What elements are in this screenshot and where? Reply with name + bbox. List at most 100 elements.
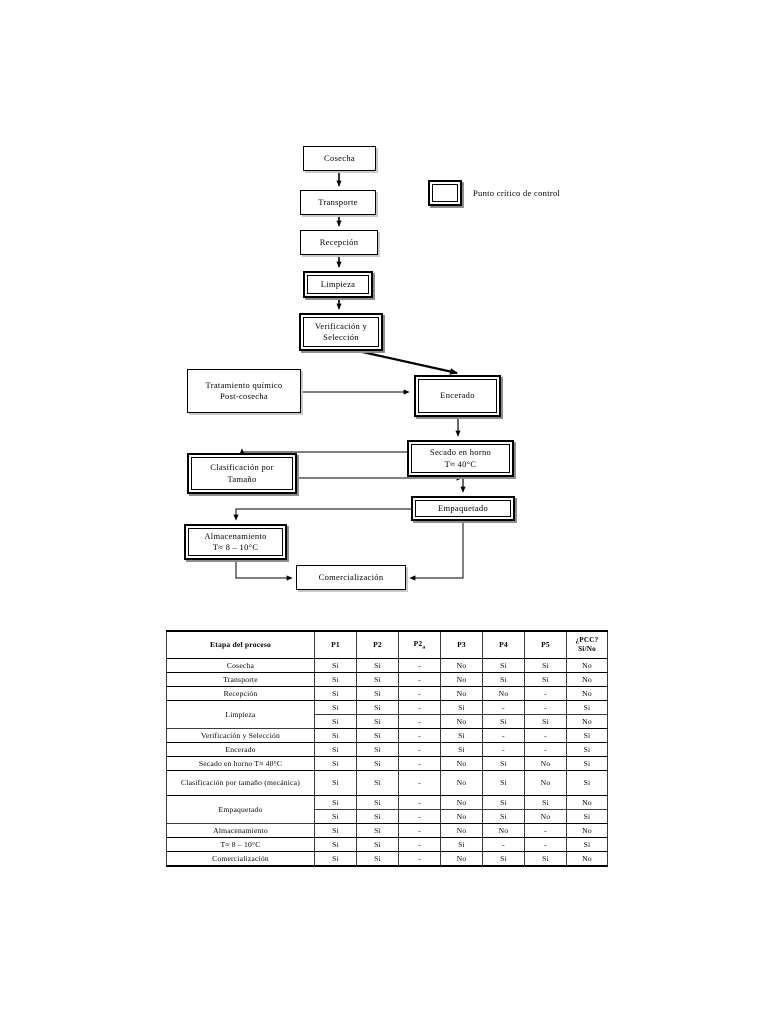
- table-cell-value: No: [440, 770, 483, 796]
- table-cell-value: No: [482, 686, 525, 701]
- table-cell-value: Si: [314, 672, 357, 687]
- table-cell-value: Si: [566, 728, 608, 743]
- flow-node-label: Encerado: [440, 390, 475, 401]
- table-cell-value: No: [440, 672, 483, 687]
- table-cell-value: Si: [524, 658, 567, 673]
- table-cell-value: Si: [566, 770, 608, 796]
- table-cell-value: No: [482, 823, 525, 838]
- table-col-header-4: P3: [440, 630, 483, 659]
- table-cell-value: -: [524, 823, 567, 838]
- table-cell-value: No: [440, 714, 483, 729]
- flow-node-label: Empaquetado: [437, 502, 489, 513]
- table-cell-value: Si: [482, 795, 525, 810]
- table-cell-value: No: [566, 714, 608, 729]
- table-cell-value: -: [398, 851, 441, 867]
- table-cell-value: Si: [356, 672, 399, 687]
- table-cell-value: -: [398, 742, 441, 757]
- table-cell-value: No: [566, 823, 608, 838]
- table-col-header-5: P4: [482, 630, 525, 659]
- table-cell-value: Si: [314, 809, 357, 824]
- table-cell-value: No: [440, 851, 483, 867]
- table-cell-value: -: [524, 837, 567, 852]
- table-cell-value: -: [524, 728, 567, 743]
- table-cell-value: Si: [440, 742, 483, 757]
- table-cell-value: -: [524, 700, 567, 715]
- table-cell-value: Si: [314, 728, 357, 743]
- table-cell-value: -: [524, 686, 567, 701]
- table-cell-value: Si: [314, 851, 357, 867]
- table-cell-value: Si: [440, 728, 483, 743]
- table-cell-value: Si: [314, 837, 357, 852]
- table-cell-value: Si: [566, 756, 608, 771]
- table-cell-value: -: [482, 742, 525, 757]
- table-col-header-3: P2a: [398, 630, 441, 659]
- table-cell-value: Si: [482, 658, 525, 673]
- flow-node-label: Transporte: [318, 196, 358, 207]
- table-cell-value: Si: [482, 770, 525, 796]
- table-cell-stage: Almacenamiento: [166, 823, 315, 838]
- table-cell-value: No: [440, 686, 483, 701]
- table-col-header-6: P5: [524, 630, 567, 659]
- table-cell-value: Si: [356, 700, 399, 715]
- flow-node-comercializacion: Comercialización: [296, 565, 406, 590]
- table-cell-value: No: [524, 770, 567, 796]
- flow-node-empaquetado: Empaquetado: [411, 496, 515, 521]
- table-cell-stage: Secado en horno T≈ 40°C: [166, 756, 315, 771]
- table-cell-value: -: [398, 756, 441, 771]
- table-cell-value: Si: [356, 714, 399, 729]
- table-cell-value: -: [398, 809, 441, 824]
- flow-node-encerado: Encerado: [414, 375, 501, 417]
- table-cell-stage: T≈ 8 – 10°C: [166, 837, 315, 852]
- table-cell-value: Si: [566, 809, 608, 824]
- table-cell-value: Si: [356, 809, 399, 824]
- table-cell-value: -: [398, 823, 441, 838]
- legend: Punto crítico de control: [428, 180, 560, 206]
- table-cell-value: Si: [482, 756, 525, 771]
- flow-node-inner-border: Empaquetado: [415, 500, 511, 517]
- table-cell-value: No: [566, 795, 608, 810]
- table-cell-value: Si: [356, 795, 399, 810]
- table-cell-value: -: [398, 770, 441, 796]
- table-col-header-2: P2: [356, 630, 399, 659]
- table-cell-value: -: [398, 700, 441, 715]
- legend-label: Punto crítico de control: [473, 188, 561, 198]
- table-cell-value: Si: [440, 700, 483, 715]
- table-cell-value: Si: [356, 728, 399, 743]
- table-cell-value: Si: [314, 770, 357, 796]
- flow-node-inner-border: Limpieza: [307, 275, 369, 294]
- table-cell-value: Si: [356, 658, 399, 673]
- table-cell-value: Si: [524, 714, 567, 729]
- table-cell-value: No: [440, 658, 483, 673]
- table-col-header-0: Etapa del proceso: [166, 630, 315, 659]
- table-cell-value: Si: [314, 714, 357, 729]
- table-cell-value: Si: [314, 756, 357, 771]
